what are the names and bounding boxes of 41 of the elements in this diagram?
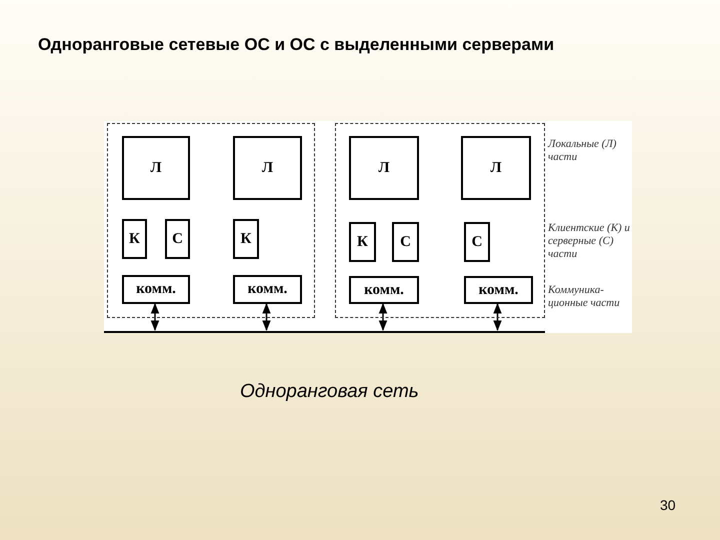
box-label: С xyxy=(472,234,482,250)
component-box xyxy=(122,219,147,259)
box-label: Л xyxy=(378,160,390,176)
component-box xyxy=(349,276,419,304)
box-label: С xyxy=(400,234,411,250)
box-label: Л xyxy=(490,160,502,176)
side-note: Клиентские (К) и серверные (С) части xyxy=(548,222,631,261)
computer-group-box xyxy=(107,123,315,318)
connector-arrow xyxy=(150,302,160,332)
box-label: комм. xyxy=(248,282,288,297)
computer-group-box xyxy=(335,123,545,318)
box-label: комм. xyxy=(478,282,518,298)
box-label: К xyxy=(357,234,368,250)
box-label: комм. xyxy=(364,282,404,298)
box-label: Л xyxy=(262,160,274,176)
connector-arrow xyxy=(493,302,502,332)
component-box xyxy=(392,222,419,262)
component-box xyxy=(464,276,533,304)
box-label: К xyxy=(240,232,252,246)
page-number: 30 xyxy=(660,496,676,515)
component-box xyxy=(122,136,190,200)
component-box xyxy=(349,136,419,200)
connector-arrow xyxy=(378,302,388,332)
component-box xyxy=(233,275,302,304)
component-box xyxy=(233,219,259,259)
component-box xyxy=(165,219,190,259)
box-label: комм. xyxy=(136,282,176,297)
component-box xyxy=(233,136,302,200)
slide-title: Одноранговые сетевые ОС и ОС с выделенными серверами xyxy=(38,34,554,56)
component-box xyxy=(461,136,531,200)
side-note: Коммуника-ционные части xyxy=(548,284,621,310)
component-box xyxy=(122,275,190,304)
component-box xyxy=(349,222,376,262)
side-note: Локальные (Л) части xyxy=(548,138,618,164)
component-box xyxy=(464,222,490,262)
network-bus-line xyxy=(104,331,545,333)
connector-arrow xyxy=(262,302,271,332)
box-label: С xyxy=(172,232,183,246)
box-label: Л xyxy=(150,160,162,176)
box-label: К xyxy=(129,232,140,246)
diagram-caption: Одноранговая сеть xyxy=(240,380,419,404)
